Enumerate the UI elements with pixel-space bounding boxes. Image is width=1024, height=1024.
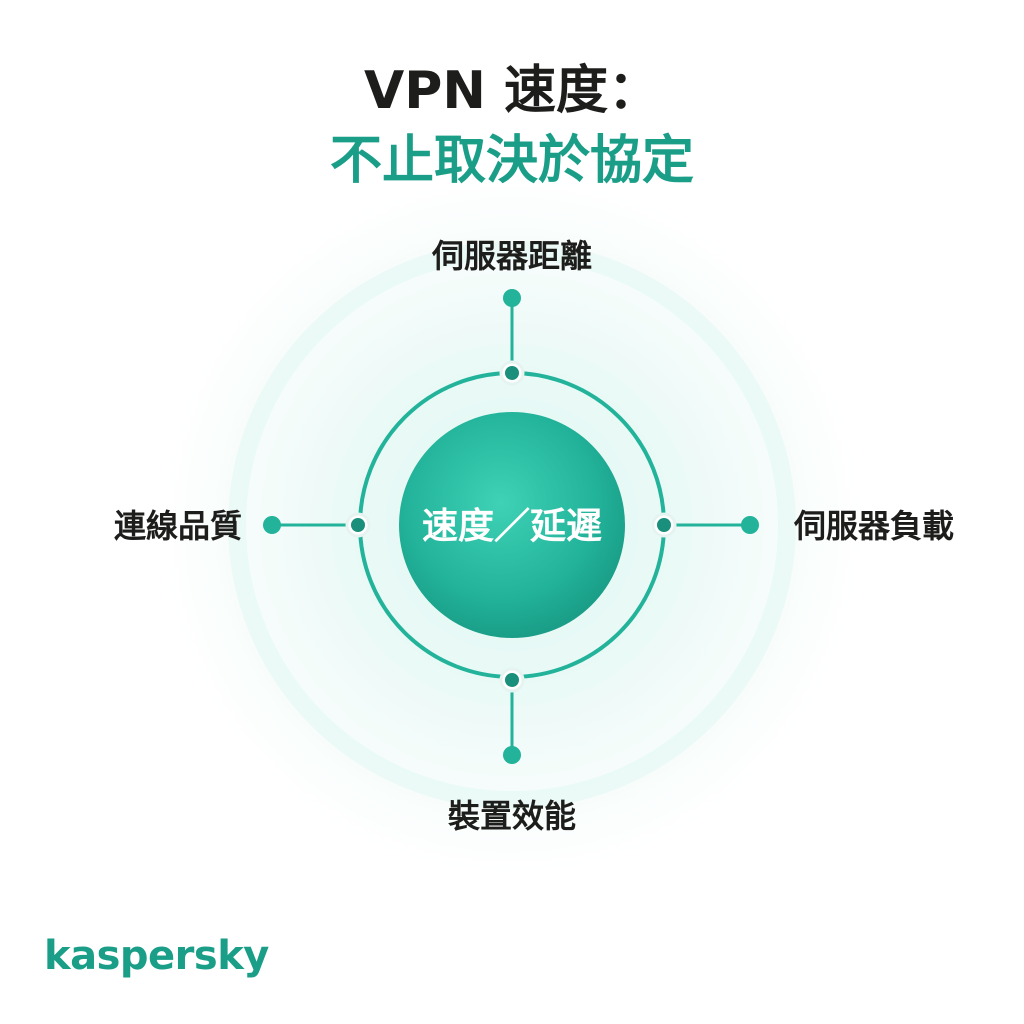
connector-top [499,289,525,386]
factor-label-left: 連線品質 [113,507,242,545]
node-outer-top [503,289,521,307]
center-label: 速度／延遲 [421,506,602,547]
factor-label-right: 伺服器負載 [794,507,955,545]
connector-right [651,512,759,538]
outer-halo-ring [228,241,796,809]
node-inner-bottom [505,673,519,687]
node-inner-right [657,518,671,532]
connector-left [263,512,371,538]
node-inner-left [351,518,365,532]
factor-label-bottom: 裝置效能 [447,797,576,835]
title-line-1: VPN 速度： [364,61,660,121]
kaspersky-logo: kaspersky [44,933,269,979]
node-outer-right [741,516,759,534]
node-inner-top [505,366,519,380]
node-outer-bottom [503,746,521,764]
connector-bottom [499,667,525,764]
node-outer-left [263,516,281,534]
factor-label-top: 伺服器距離 [431,237,592,275]
center-circle [399,412,625,638]
